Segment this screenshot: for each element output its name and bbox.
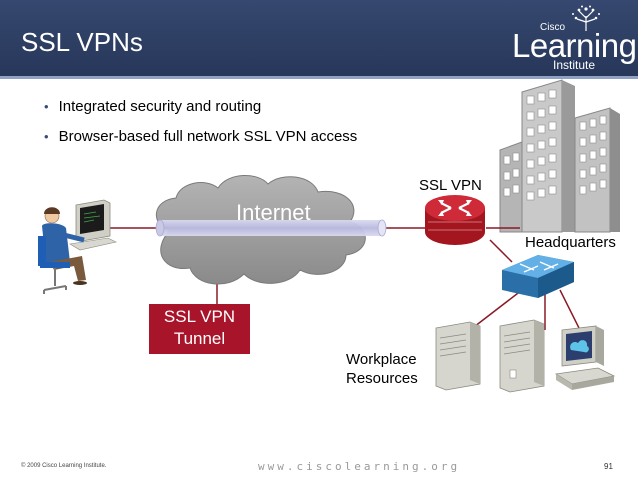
header-bar: [0, 0, 638, 76]
workplace-resources-label: Workplace Resources: [346, 350, 418, 388]
workplace-label-line1: Workplace: [346, 351, 417, 368]
header-stripe: [0, 76, 638, 79]
logo-text-small: Cisco: [540, 22, 566, 33]
workplace-label-line2: Resources: [346, 370, 418, 387]
footer-url: www.ciscolearning.org: [258, 460, 461, 473]
ssl-vpn-label: SSL VPN: [419, 177, 482, 194]
server-icon: [499, 319, 545, 393]
pc-icon: [554, 325, 616, 390]
router-icon: [425, 195, 485, 245]
bullet-dot-icon: •: [44, 99, 49, 114]
tunnel-pipe: [155, 219, 387, 237]
network-links: [100, 227, 581, 331]
server-icon: [435, 321, 481, 391]
bullet-dot-icon: •: [44, 129, 49, 144]
user-workstation-icon: [38, 199, 117, 294]
headquarters-label: Headquarters: [525, 234, 616, 251]
logo-text-sub: Institute: [553, 58, 596, 72]
footer-page-number: 91: [604, 462, 613, 471]
bullet-text: Integrated security and routing: [58, 98, 262, 115]
page-title: SSL VPNs: [21, 27, 143, 57]
bullet-text: Browser-based full network SSL VPN acces…: [58, 128, 358, 145]
switch-icon: [502, 255, 574, 298]
bullet-item: • Integrated security and routing: [44, 98, 261, 115]
footer-copyright: © 2009 Cisco Learning Institute.: [21, 463, 107, 469]
tunnel-label-line2: Tunnel: [173, 329, 226, 348]
building-icon: [499, 79, 620, 233]
internet-label: Internet: [236, 200, 311, 225]
tunnel-label-box: SSL VPN Tunnel: [149, 304, 250, 354]
tunnel-label-line1: SSL VPN: [163, 307, 236, 326]
logo-tree-icon: [572, 5, 600, 31]
logo-text-big: Learning: [512, 27, 637, 64]
bullet-item: • Browser-based full network SSL VPN acce…: [44, 128, 357, 145]
